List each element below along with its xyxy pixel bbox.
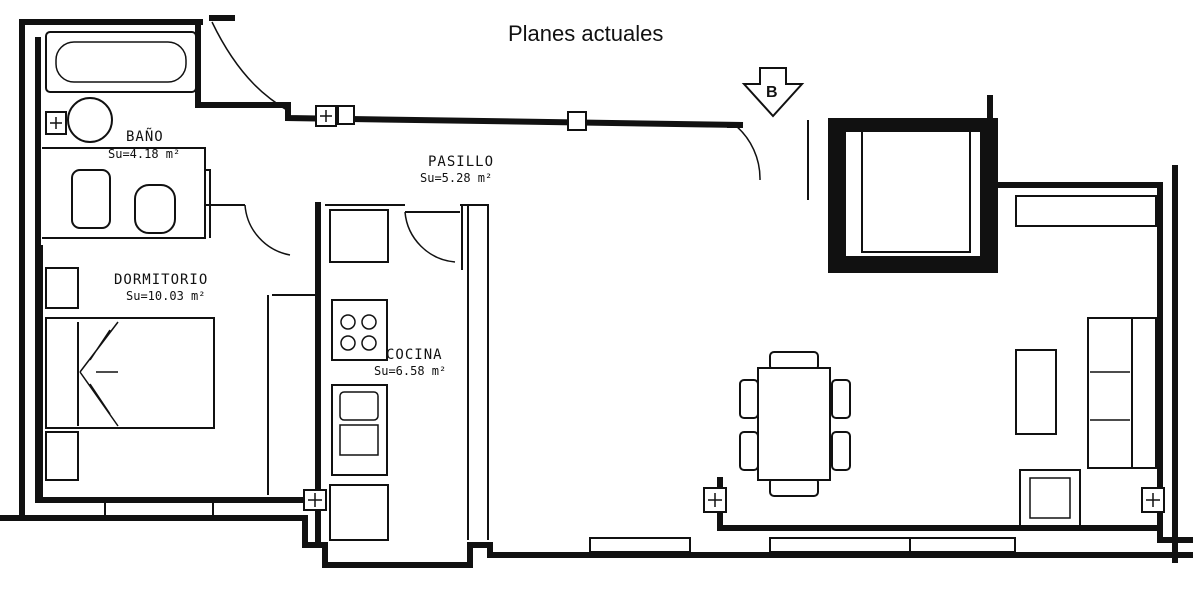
room-name-dormitorio: DORMITORIO [114, 272, 208, 288]
room-name-pasillo: PASILLO [428, 154, 494, 170]
room-name-cocina: COCINA [386, 347, 443, 363]
bathroom [42, 21, 291, 239]
outlet-salon-1 [703, 487, 727, 513]
room-name-bano: BAÑO [126, 128, 164, 145]
kitchen [315, 202, 489, 548]
room-area-cocina: Su=6.58 m² [374, 364, 446, 378]
outlets [45, 105, 1165, 513]
room-area-dormitorio: Su=10.03 m² [126, 289, 205, 303]
plan-title: Planes actuales [508, 21, 663, 46]
view-arrow-icon: B [741, 67, 805, 118]
outlet-hall [315, 105, 337, 127]
windows [104, 501, 1016, 553]
outlet-bath [45, 111, 67, 135]
column-shaft [807, 118, 998, 273]
outlet-salon-2 [1141, 487, 1165, 513]
living-dining [739, 195, 1157, 529]
room-area-bano: Su=4.18 m² [108, 147, 180, 161]
outlet-dormitorio [303, 489, 327, 511]
room-area-pasillo: Su=5.28 m² [420, 171, 492, 185]
door-swings [205, 124, 761, 263]
room-labels: BAÑO Su=4.18 m² PASILLO Su=5.28 m² DORMI… [108, 128, 494, 378]
svg-text:B: B [766, 84, 778, 101]
outer-walls [0, 15, 1193, 568]
